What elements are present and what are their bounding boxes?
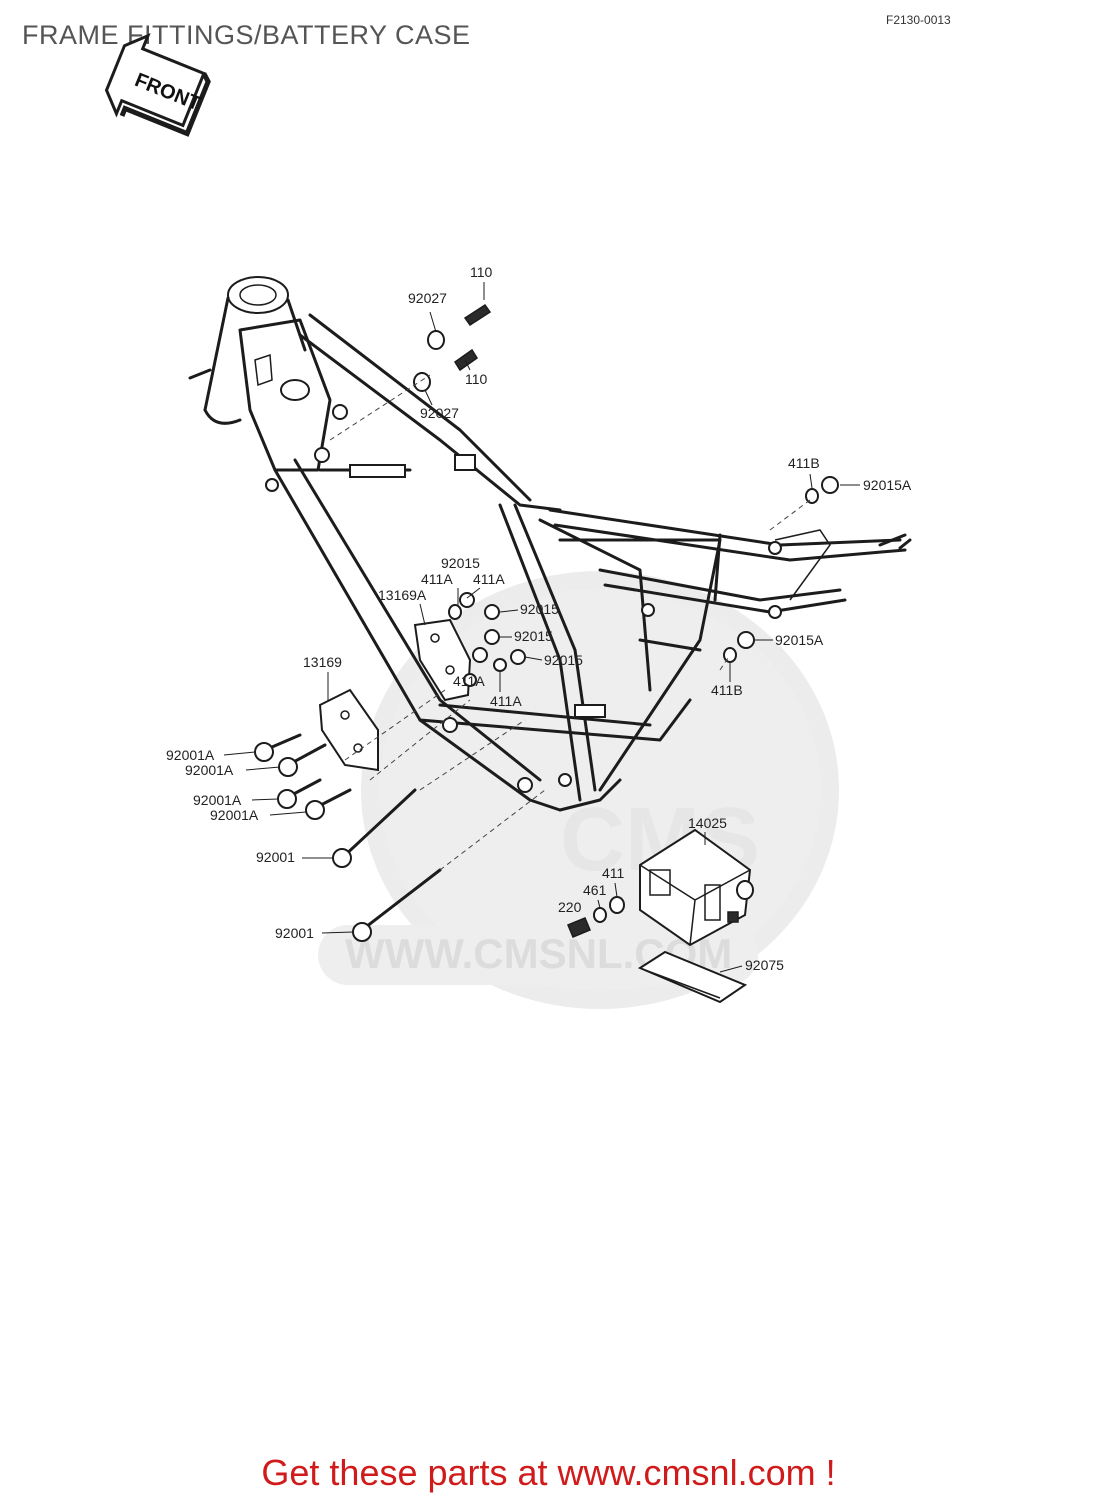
callout-461: 461: [583, 882, 607, 898]
battery-pad: [637, 950, 748, 1004]
callout-411a: 411A: [490, 693, 522, 709]
motorcycle-frame: [188, 276, 912, 812]
callout-92001a: 92001A: [193, 792, 242, 808]
callout-labels: 110 92027 110 92027 411B 92015A 92015 41…: [166, 264, 912, 973]
callout-92001a: 92001A: [166, 747, 215, 763]
callout-92027: 92027: [408, 290, 447, 306]
callout-92015: 92015: [520, 601, 559, 617]
engine-mount-plate-13169a: [413, 618, 472, 702]
page-title: FRAME FITTINGS/BATTERY CASE: [22, 20, 471, 50]
callout-13169a: 13169A: [378, 587, 427, 603]
callout-411b: 411B: [711, 682, 743, 698]
callout-110: 110: [470, 264, 493, 280]
callout-411a: 411A: [473, 571, 505, 587]
callout-411a: 411A: [421, 571, 453, 587]
callout-92027: 92027: [420, 405, 459, 421]
callout-411b: 411B: [788, 455, 820, 471]
callout-411a: 411A: [453, 673, 485, 689]
engine-mount-bolts: [254, 374, 811, 942]
battery-fasteners: [567, 896, 625, 938]
front-arrow-icon: FRONT: [104, 32, 211, 137]
callout-13169: 13169: [303, 654, 342, 670]
footer-promo-link[interactable]: Get these parts at www.cmsnl.com !: [261, 1452, 836, 1493]
callout-14025: 14025: [688, 815, 727, 831]
engine-mount-plate-13169: [318, 688, 379, 772]
callout-92001: 92001: [275, 925, 314, 941]
callout-92001a: 92001A: [185, 762, 234, 778]
callout-92015: 92015: [441, 555, 480, 571]
callout-220: 220: [558, 899, 582, 915]
callout-110: 110: [465, 371, 488, 387]
diagram-reference: F2130-0013: [886, 13, 951, 27]
callout-92015a: 92015A: [775, 632, 824, 648]
callout-92075: 92075: [745, 957, 784, 973]
callout-92001a: 92001A: [210, 807, 259, 823]
callout-92015a: 92015A: [863, 477, 912, 493]
fastener-icons: [413, 303, 839, 687]
callout-92015: 92015: [544, 652, 583, 668]
callout-92001: 92001: [256, 849, 295, 865]
callout-92015: 92015: [514, 628, 553, 644]
battery-case: [639, 828, 754, 947]
callout-411: 411: [602, 865, 625, 881]
